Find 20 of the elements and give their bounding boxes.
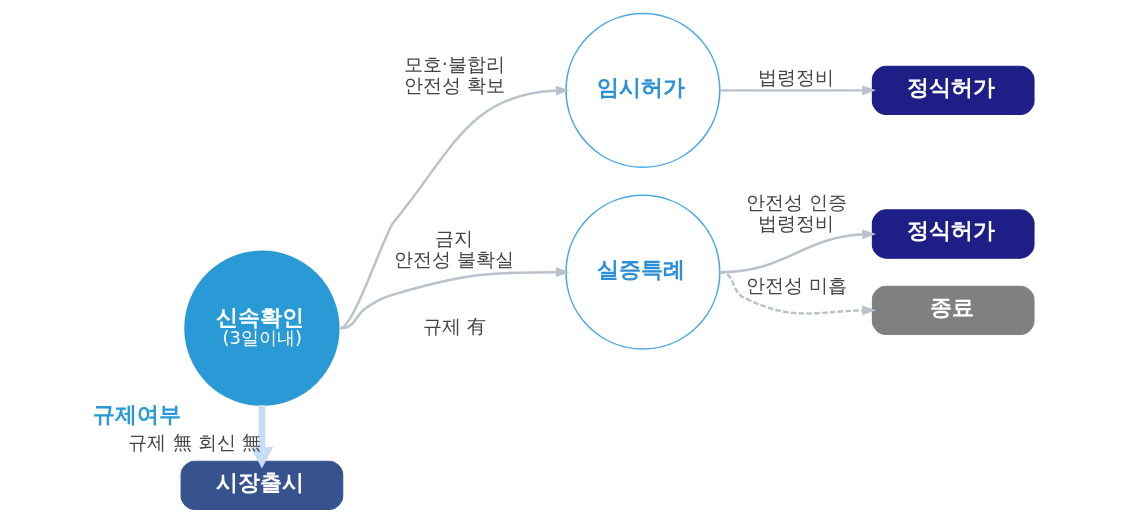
node-box: 정식허가	[871, 65, 1035, 115]
node-box: 시장출시	[180, 460, 344, 510]
node-circle: 신속확인 (3일이내)	[184, 250, 340, 406]
node-circle: 실증특례	[565, 194, 721, 350]
node-label: 규제여부	[93, 400, 182, 427]
arrow	[719, 84, 877, 95]
node-box: 정식허가	[871, 208, 1035, 259]
edge-label: 모호·불합리 안전성 확보	[403, 52, 505, 96]
arrow	[340, 266, 570, 329]
arrow	[250, 404, 274, 468]
arrow	[719, 270, 877, 315]
edge-label: 안전성 미흡	[745, 273, 847, 296]
edge-label: 금지 안전성 불확실	[394, 226, 515, 270]
edge-label: 안전성 인증 법령정비	[745, 190, 847, 234]
node-box: 종료	[871, 285, 1035, 335]
arrow	[339, 85, 570, 329]
edge-label: 법령정비	[758, 65, 835, 88]
node-circle: 임시허가	[565, 12, 721, 168]
label: 규제 有	[422, 314, 486, 337]
edge-label: 규제 無 회신 無	[128, 430, 261, 453]
